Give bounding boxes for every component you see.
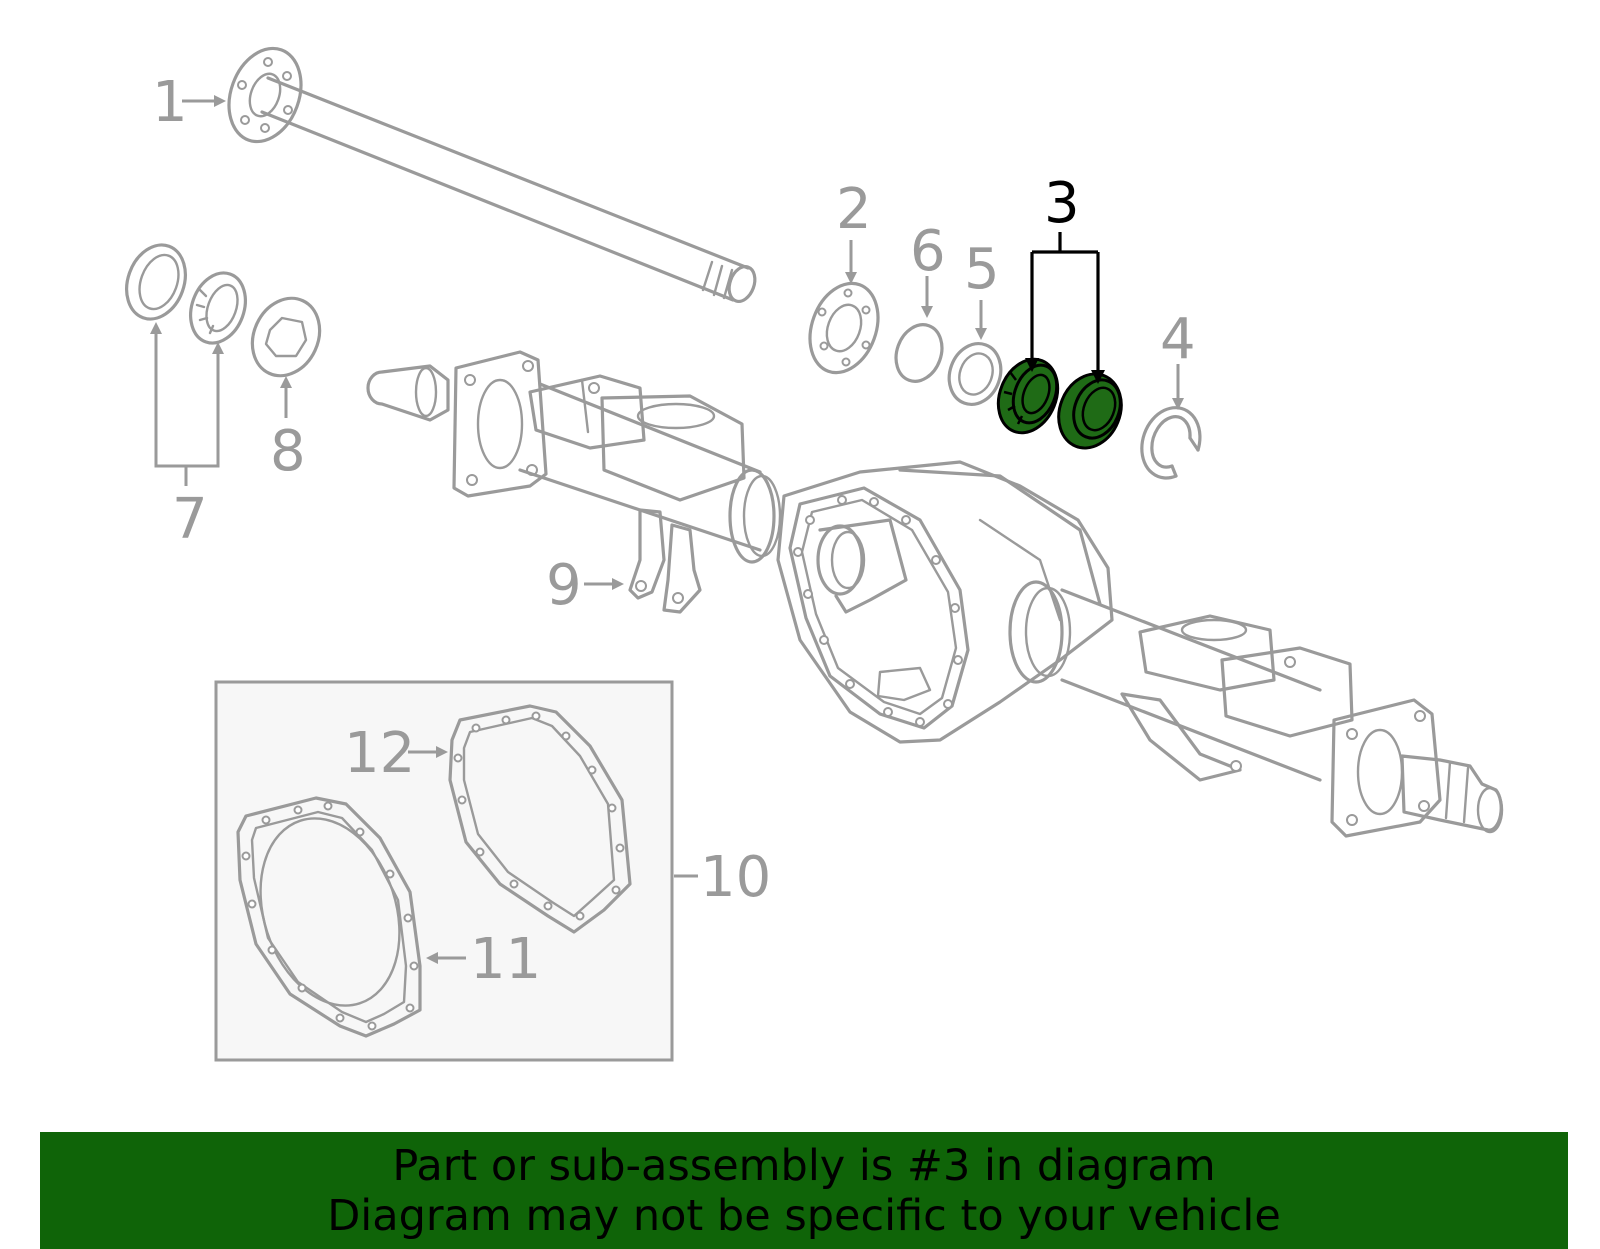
callout-10: 10	[700, 845, 771, 910]
callout-9: 9	[546, 553, 582, 618]
footer-line-vehicle-disclaimer: Diagram may not be specific to your vehi…	[327, 1190, 1281, 1241]
o-ring-part-6[interactable]	[888, 318, 949, 388]
callout-7: 7	[172, 487, 208, 552]
footer-banner: Part or sub-assembly is #3 in diagram Di…	[40, 1132, 1568, 1249]
callout-1: 1	[152, 70, 188, 135]
bearing-assembly-part-7[interactable]	[117, 237, 255, 351]
callout-8: 8	[270, 419, 306, 484]
gasket-part-11[interactable]	[236, 796, 423, 1038]
gasket-part-12[interactable]	[448, 704, 632, 934]
callout-4: 4	[1160, 307, 1196, 372]
callout-2: 2	[836, 177, 872, 242]
callout-3: 3	[1044, 171, 1080, 236]
shim-part-2[interactable]	[798, 274, 890, 382]
axle-housing[interactable]	[366, 350, 1504, 838]
axle-shaft-part-1[interactable]	[217, 38, 760, 305]
snap-ring-part-4[interactable]	[1140, 406, 1202, 480]
bearing-part-3-highlighted[interactable]	[988, 350, 1132, 457]
callout-12: 12	[344, 721, 415, 786]
callout-11: 11	[470, 927, 541, 992]
retainer-part-5[interactable]	[941, 336, 1009, 411]
callout-6: 6	[910, 219, 946, 284]
kit-box-part-10[interactable]	[214, 680, 674, 1062]
callout-5: 5	[964, 237, 1000, 302]
seal-part-8[interactable]	[240, 287, 332, 387]
leader-lines	[150, 95, 1184, 964]
callout-labels: 1 2 3 4 5 6 7 8 9 10 11 12	[152, 70, 1196, 992]
footer-line-part-notice: Part or sub-assembly is #3 in diagram	[392, 1140, 1216, 1191]
bracket-part-9[interactable]	[628, 508, 702, 614]
